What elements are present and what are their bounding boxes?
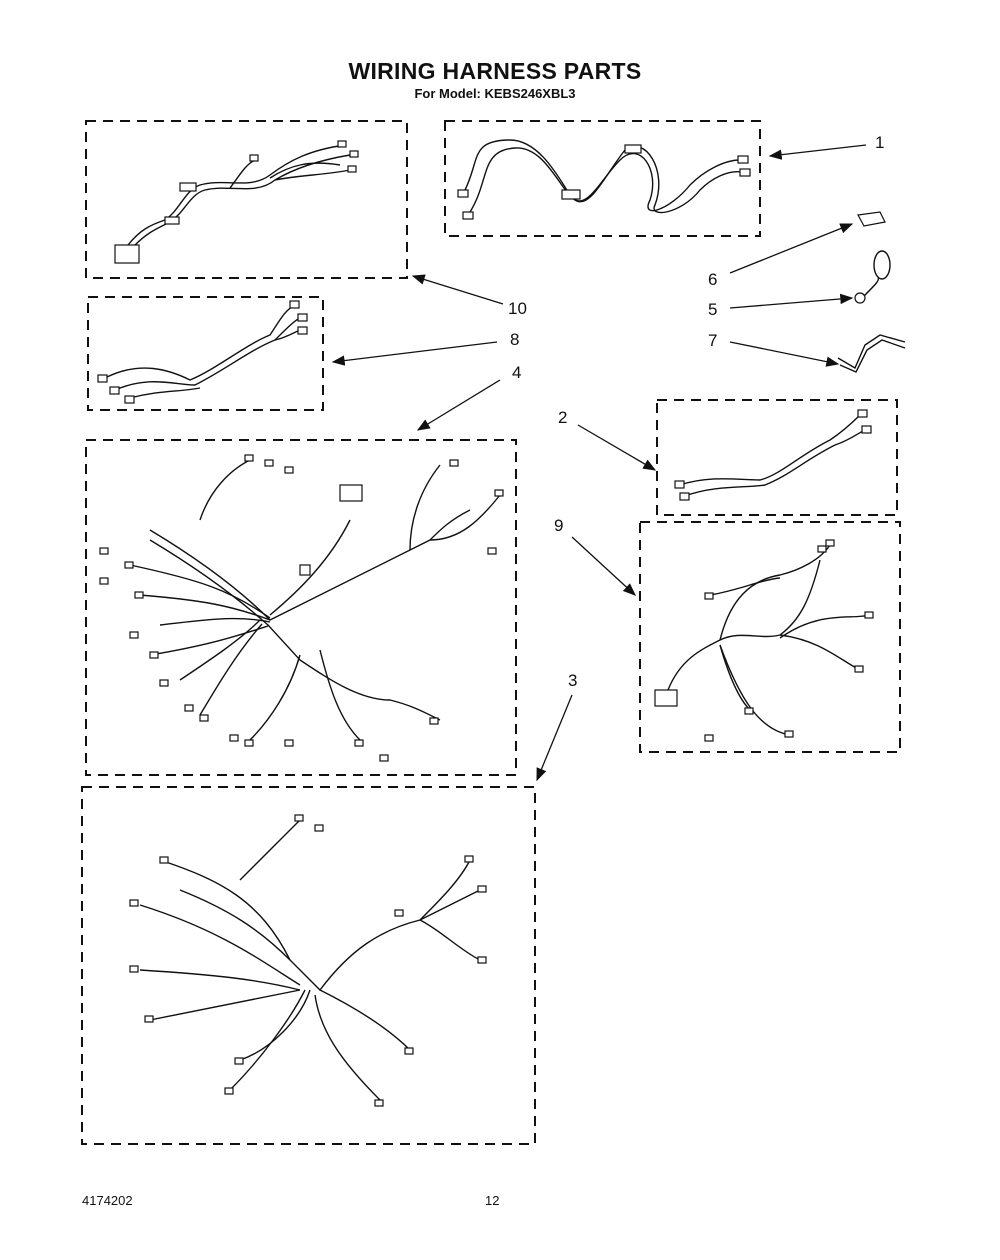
- callout-10: 10: [508, 299, 527, 318]
- callout-1: 1: [875, 133, 885, 152]
- bracket-part-7: [837, 334, 906, 373]
- part-box-10: [85, 120, 408, 279]
- part-box-8: [87, 296, 324, 411]
- part-box-4: [85, 439, 517, 776]
- part-box-3: [81, 786, 536, 1145]
- part-box-9: [639, 521, 901, 753]
- part-box-2: [656, 399, 898, 516]
- callout-6: 6: [708, 270, 718, 289]
- model-subtitle: For Model: KEBS246XBL3: [414, 86, 576, 101]
- page-number: 12: [485, 1193, 500, 1208]
- callout-9: 9: [554, 516, 564, 535]
- harness-part-2: [674, 409, 872, 501]
- page-title: WIRING HARNESS PARTS: [348, 58, 642, 84]
- part-box-1: [444, 120, 761, 237]
- harness-part-10: [114, 140, 359, 264]
- grommet-part-5: [854, 250, 891, 304]
- harness-part-4: [99, 454, 504, 762]
- document-number: 4174202: [82, 1193, 133, 1208]
- callout-7: 7: [708, 331, 718, 350]
- harness-part-9: [654, 539, 874, 742]
- callout-3: 3: [568, 671, 578, 690]
- callout-4: 4: [512, 363, 522, 382]
- callout-8: 8: [510, 330, 520, 349]
- callout-5: 5: [708, 300, 718, 319]
- harness-part-3: [129, 814, 487, 1107]
- callout-2: 2: [558, 408, 568, 427]
- harness-part-8: [97, 300, 308, 404]
- harness-part-1: [457, 139, 751, 220]
- clip-part-6: [857, 211, 886, 227]
